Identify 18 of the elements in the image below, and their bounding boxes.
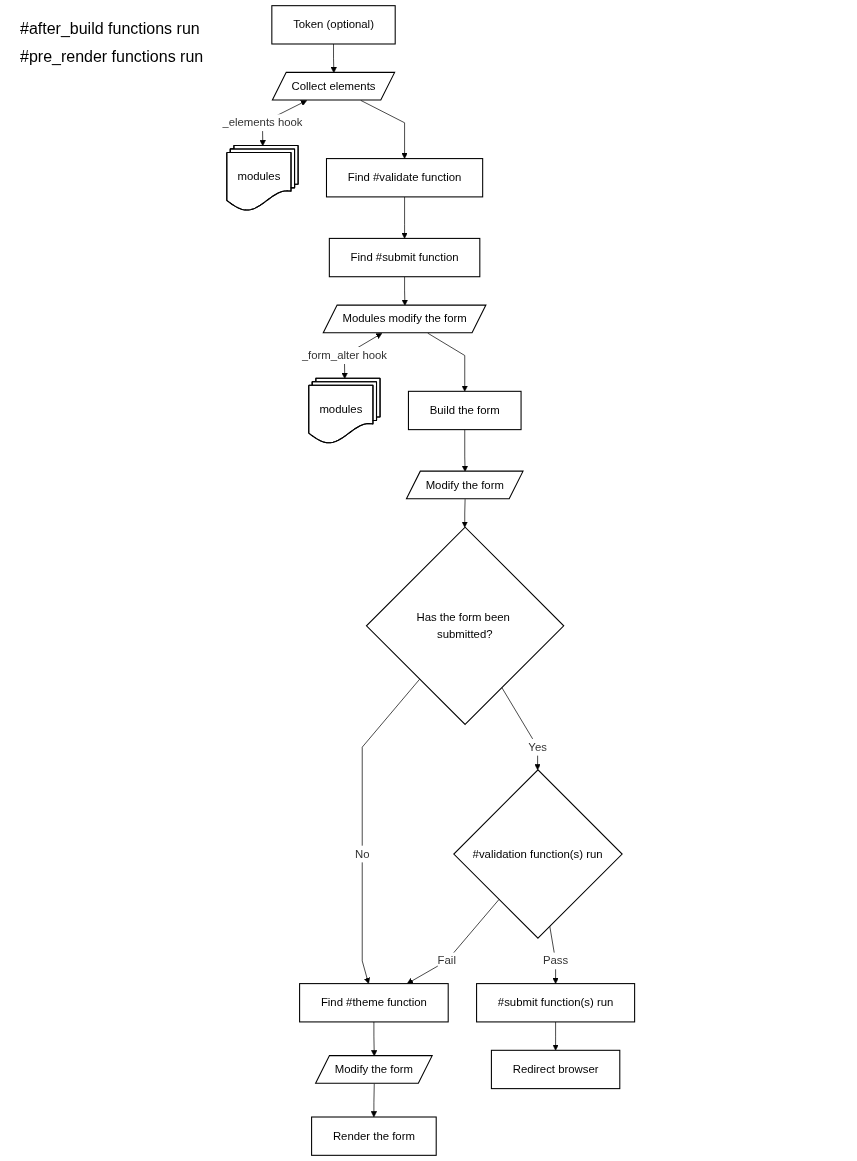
edge-label: Yes xyxy=(528,740,547,753)
node-diamond: Has the form been submitted? xyxy=(365,526,565,726)
node-box: Render the form xyxy=(311,1116,437,1156)
note-text: #after_build functions run xyxy=(20,20,201,38)
node-diamond: #validation function(s) run xyxy=(453,769,623,939)
node-box: #submit function(s) run xyxy=(476,983,636,1023)
node-box: Find #validate function xyxy=(325,158,484,198)
edge-label: _form_alter hook xyxy=(301,349,387,362)
node-box: Token (optional) xyxy=(271,5,396,45)
edge-label: Fail xyxy=(437,954,456,967)
node-box: Redirect browser xyxy=(490,1049,621,1090)
edge-label: _elements hook xyxy=(222,116,303,129)
node-box: Build the form xyxy=(407,390,522,431)
node-box: Find #theme function xyxy=(299,983,449,1023)
note-text: #pre_render functions run xyxy=(20,48,205,66)
node-box: Find #submit function xyxy=(328,237,481,278)
edge-label: No xyxy=(354,847,370,860)
edge-label: Pass xyxy=(542,954,569,967)
